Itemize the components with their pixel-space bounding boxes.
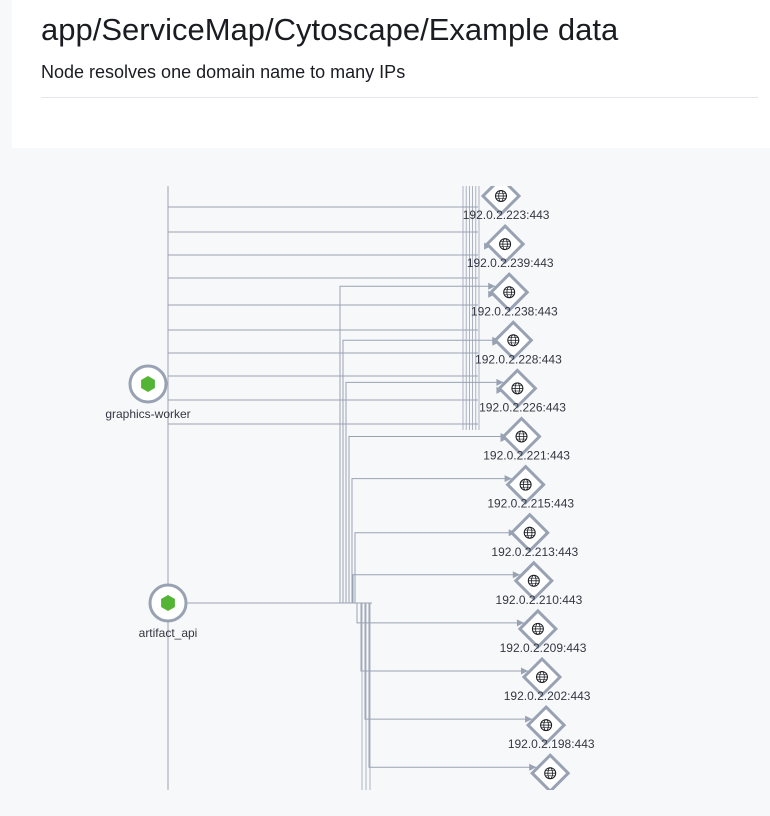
service-node-graphics-worker[interactable]: graphics-worker	[105, 364, 191, 421]
node-layer: graphics-worker artifact_api 192.0.2.223:4…	[105, 178, 595, 791]
globe-icon	[531, 622, 544, 635]
edge-arrowhead	[496, 378, 504, 386]
globe-icon	[495, 190, 507, 202]
edge-route	[360, 603, 528, 672]
globe-icon	[519, 478, 532, 491]
edge-arrowhead	[504, 475, 512, 483]
edge-route	[339, 285, 496, 603]
globe-icon	[544, 767, 557, 780]
external-ip-node[interactable]: 192.0.2.238:443	[471, 304, 558, 361]
edge-route	[368, 603, 537, 768]
edge-route	[364, 603, 533, 720]
globe-icon	[511, 382, 524, 395]
external-ip-label: 192.0.2.221:443	[483, 449, 570, 463]
header-panel	[12, 0, 770, 148]
external-ip-node[interactable]: 192.0.2.226:443	[479, 401, 566, 457]
globe-icon	[527, 574, 540, 587]
external-ip-label: 192.0.2.198:443	[508, 737, 595, 751]
page-title: app/ServiceMap/Cytoscape/Example data	[41, 12, 619, 47]
external-ip-node[interactable]: 192.0.2.215:443	[487, 497, 574, 553]
external-ip-node[interactable]: 192.0.2.213:443	[491, 545, 578, 601]
globe-icon	[540, 719, 553, 732]
external-ip-node[interactable]: 192.0.2.221:443	[483, 449, 570, 505]
globe-icon	[507, 334, 520, 347]
header-divider	[41, 97, 758, 98]
external-ip-node[interactable]: 192.0.2.223:443	[463, 208, 550, 265]
service-node-label: artifact_api	[139, 626, 198, 640]
external-ip-node[interactable]: 192.0.2.228:443	[475, 352, 562, 409]
edge-route	[351, 478, 512, 603]
edge-arrowhead	[488, 282, 496, 290]
hexagon-service-icon	[161, 595, 175, 611]
external-ip-node[interactable]: 192.0.2.239:443	[467, 256, 554, 313]
external-ip-label: 192.0.2.213:443	[491, 545, 578, 559]
edge-route	[352, 574, 520, 603]
edge-route	[348, 436, 508, 603]
edge-route	[354, 532, 516, 603]
globe-icon	[536, 671, 548, 683]
external-ip-label: 192.0.2.226:443	[479, 401, 566, 415]
edge-arrowhead	[512, 571, 520, 579]
external-ip-label: 192.0.2.238:443	[471, 304, 558, 318]
external-ip-label: 192.0.2.228:443	[475, 352, 562, 366]
external-ip-node[interactable]: 192.0.2.210:443	[496, 593, 583, 650]
edge-layer	[167, 186, 537, 790]
external-ip-label: 192.0.2.202:443	[504, 689, 591, 703]
globe-icon	[523, 526, 536, 539]
edge-arrowhead	[525, 715, 533, 723]
edge-route	[342, 339, 500, 603]
edge-route	[345, 381, 504, 603]
globe-icon	[499, 238, 512, 251]
service-node-artifact-api[interactable]: artifact_api	[139, 583, 198, 640]
external-ip-label: 192.0.2.239:443	[467, 256, 554, 270]
external-ip-node[interactable]	[480, 178, 522, 217]
page-subtitle: Node resolves one domain name to many IP…	[41, 62, 406, 82]
external-ip-node[interactable]: 192.0.2.209:443	[500, 641, 587, 698]
edge-arrowhead	[529, 763, 537, 771]
edge-route	[356, 603, 524, 624]
external-ip-node[interactable]: 192.0.2.202:443	[504, 689, 591, 746]
edge-arrowhead	[521, 667, 528, 675]
external-ip-label: 192.0.2.209:443	[500, 641, 587, 655]
external-ip-label: 192.0.2.210:443	[496, 593, 583, 607]
globe-icon	[515, 430, 528, 443]
service-node-label: graphics-worker	[105, 407, 190, 421]
hexagon-service-icon	[141, 376, 155, 392]
globe-icon	[503, 286, 516, 299]
external-ip-label: 192.0.2.223:443	[463, 208, 550, 222]
external-ip-node[interactable]: 192.0.2.198:443	[508, 737, 595, 791]
external-ip-label: 192.0.2.215:443	[487, 497, 574, 511]
edge-arrowhead	[516, 619, 524, 627]
